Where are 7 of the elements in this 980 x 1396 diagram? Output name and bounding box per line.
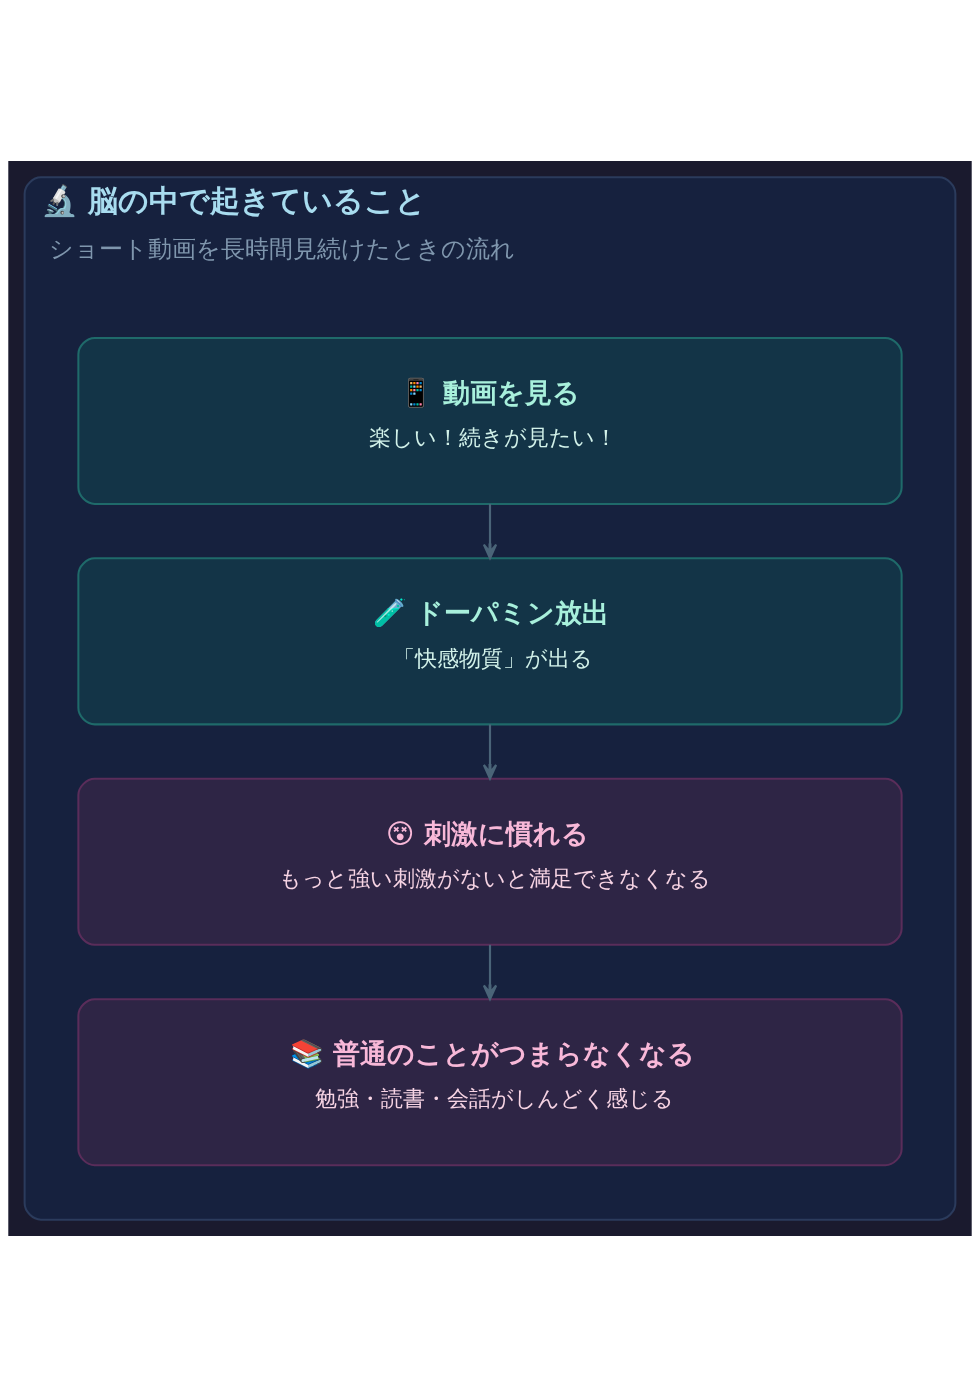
arrow: [482, 503, 498, 559]
arrow: [482, 944, 498, 1000]
node-box: 📚 普通のことがつまらなくなる 勉強・読書・会話がしんどく感じる: [77, 997, 903, 1166]
node-box: 📱 動画を見る 楽しい！続きが見たい！: [77, 336, 903, 505]
node-box: 🧪 ドーパミン放出 「快感物質」が出る: [77, 556, 903, 725]
arrow: [482, 723, 498, 780]
node-box: 😵 刺激に慣れる もっと強い刺激がないと満足できなくなる: [77, 777, 903, 946]
